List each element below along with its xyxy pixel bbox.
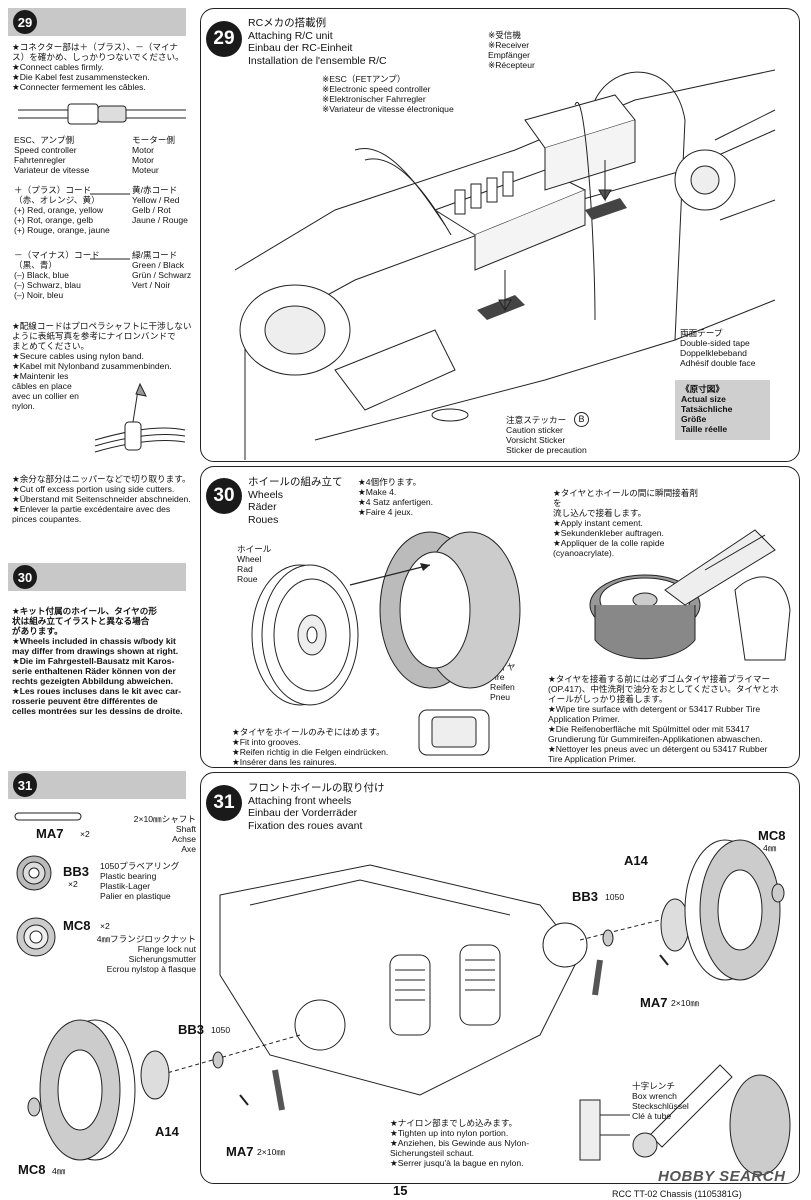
bb3-size-left: 1050 (211, 1025, 231, 1035)
mc8-size-left: 4㎜ (52, 1166, 66, 1176)
step30-side-number: 30 (13, 565, 37, 589)
ma7-label-right: MA7 (640, 995, 668, 1010)
bb3-label-left: BB3 (178, 1022, 205, 1037)
tighten-nylon-note: ★ナイロン部までしめ込みます。 ★Tighten up into nylon p… (390, 1118, 530, 1168)
step31-panel (200, 772, 800, 1184)
mc8-size-right: 4㎜ (763, 843, 777, 853)
step30-number: 30 (206, 478, 242, 514)
motor-side-label: モーター側 Motor Motor Moteur (132, 135, 175, 175)
receiver-label: ※受信機 ※Receiver Empfänger ※Récepteur (488, 30, 535, 70)
minus-cord-line (90, 258, 130, 260)
nylon-band-drawing (94, 382, 186, 453)
mc8-label-right: MC8 (758, 828, 786, 843)
green-black-cord-label: 緑/黒コード Green / Black Grün / Schwarz Vert… (132, 250, 192, 290)
sticker-b-letter: B (578, 414, 585, 424)
nylon-band-note: ★配線コードはプロペラシャフトに干渉しない ように表紙写真を参考にナイロンバンド… (12, 321, 192, 411)
page-number: 15 (393, 1183, 408, 1198)
lock-nut-icon (16, 917, 56, 957)
bb3-code: BB3 (63, 864, 90, 879)
primer-note: ★タイヤを接着する前には必ずゴムタイヤ接着プライマー (OP.417)、中性洗剤… (548, 674, 779, 764)
apply-cement-note: ★タイヤとホイールの間に瞬間接着剤を 流し込んで接着します。 ★Apply in… (553, 488, 698, 558)
double-sided-tape-label: 両面テープ Double-sided tape Doppelklebeband … (680, 328, 756, 368)
front-wheel-assembly-drawing (27, 839, 791, 1176)
fit-grooves-note: ★タイヤをホイールのみぞにはめます。 ★Fit into grooves. ★R… (232, 727, 389, 767)
step30-title: ホイールの組み立て Wheels Räder Roues (248, 476, 343, 526)
sticker-b-badge: B (574, 412, 589, 427)
mc8-qty: ×2 (100, 921, 110, 931)
connector-drawing (18, 103, 186, 125)
step29-title: RCメカの搭載例 Attaching R/C unit Einbau der R… (248, 17, 387, 67)
bb3-description: 1050プラベアリング Plastic bearing Plastik-Lage… (100, 861, 180, 901)
step31-side-bar (8, 771, 186, 799)
step29-side-number: 29 (13, 10, 37, 34)
bb3-size-right: 1050 (605, 892, 625, 902)
bb3-label-right: BB3 (572, 889, 599, 904)
ma7-size-left: 2×10㎜ (257, 1147, 285, 1157)
cement-application-drawing (589, 529, 791, 661)
step29-number: 29 (206, 21, 242, 57)
minus-cord-label: －（マイナス）コード （黒、青） (–) Black, blue (–) Sch… (14, 250, 100, 300)
a14-label-right: A14 (624, 853, 648, 868)
step31-title: フロントホイールの取り付け Attaching front wheels Ein… (248, 782, 385, 832)
step29-connect-note: ★コネクター部は＋（プラス）、－（マイナ ス）を確かめ、しっかりつないでください… (12, 42, 184, 92)
wheel-label: ホイール Wheel Rad Roue (237, 544, 272, 584)
mc8-code: MC8 (63, 918, 91, 933)
box-wrench-label: 十字レンチ Box wrench Steckschlüssel Clé à tu… (632, 1081, 689, 1121)
actual-size-box (675, 380, 770, 440)
bb3-qty: ×2 (68, 879, 78, 889)
ma7-label-left: MA7 (226, 1144, 254, 1159)
esc-label: ※ESC（FETアンプ） ※Electronic speed controlle… (322, 74, 454, 114)
a14-label-left: A14 (155, 1124, 179, 1139)
yellow-red-cord-label: 黄/赤コード Yellow / Red Gelb / Rot Jaune / R… (132, 185, 188, 225)
ma7-code: MA7 (36, 826, 64, 841)
step31-number: 31 (206, 785, 242, 821)
bearing-icon (16, 855, 52, 891)
hobby-search-watermark: HOBBY SEARCH (658, 1168, 786, 1185)
footer-title: RCC TT-02 Chassis (1105381G) (612, 1189, 742, 1199)
ma7-description: 2×10㎜シャフト Shaft Achse Axe (133, 814, 196, 854)
step30-side-bar (8, 563, 186, 591)
plus-cord-label: ＋（プラス）コード （赤、オレンジ、黄） (+) Red, orange, ye… (14, 185, 110, 235)
ma7-size-right: 2×10㎜ (671, 998, 699, 1008)
step29-side-bar (8, 8, 186, 36)
shaft-icon (14, 812, 82, 821)
esc-side-label: ESC、アンプ側 Speed controller Fahrtenregler … (14, 135, 90, 175)
wheel-variation-note: ★キット付属のホイール、タイヤの形 状は組み立てイラストと異なる場合 があります… (12, 606, 183, 716)
step29-panel (200, 8, 800, 462)
cut-excess-note: ★余分な部分はニッパーなどで切り取ります。 ★Cut off excess po… (12, 474, 191, 524)
mc8-label-left: MC8 (18, 1162, 46, 1177)
wheel-tire-drawing (251, 531, 521, 706)
tire-groove-detail (418, 709, 490, 756)
plus-cord-line (90, 193, 130, 195)
caution-sticker-label: 注意ステッカー Caution sticker Vorsicht Sticker… (506, 415, 587, 455)
make-four-note: ★4個作ります。 ★Make 4. ★4 Satz anfertigen. ★F… (358, 477, 434, 517)
actual-size-label: 《原寸図》 Actual size Tatsächliche Größe Tai… (681, 384, 733, 434)
step31-side-number: 31 (13, 773, 37, 797)
rc-unit-drawing (234, 69, 776, 460)
mc8-description: 4㎜フランジロックナット Flange lock nut Sicherungsm… (96, 934, 196, 974)
ma7-qty: ×2 (80, 829, 90, 839)
step30-panel (200, 466, 800, 768)
